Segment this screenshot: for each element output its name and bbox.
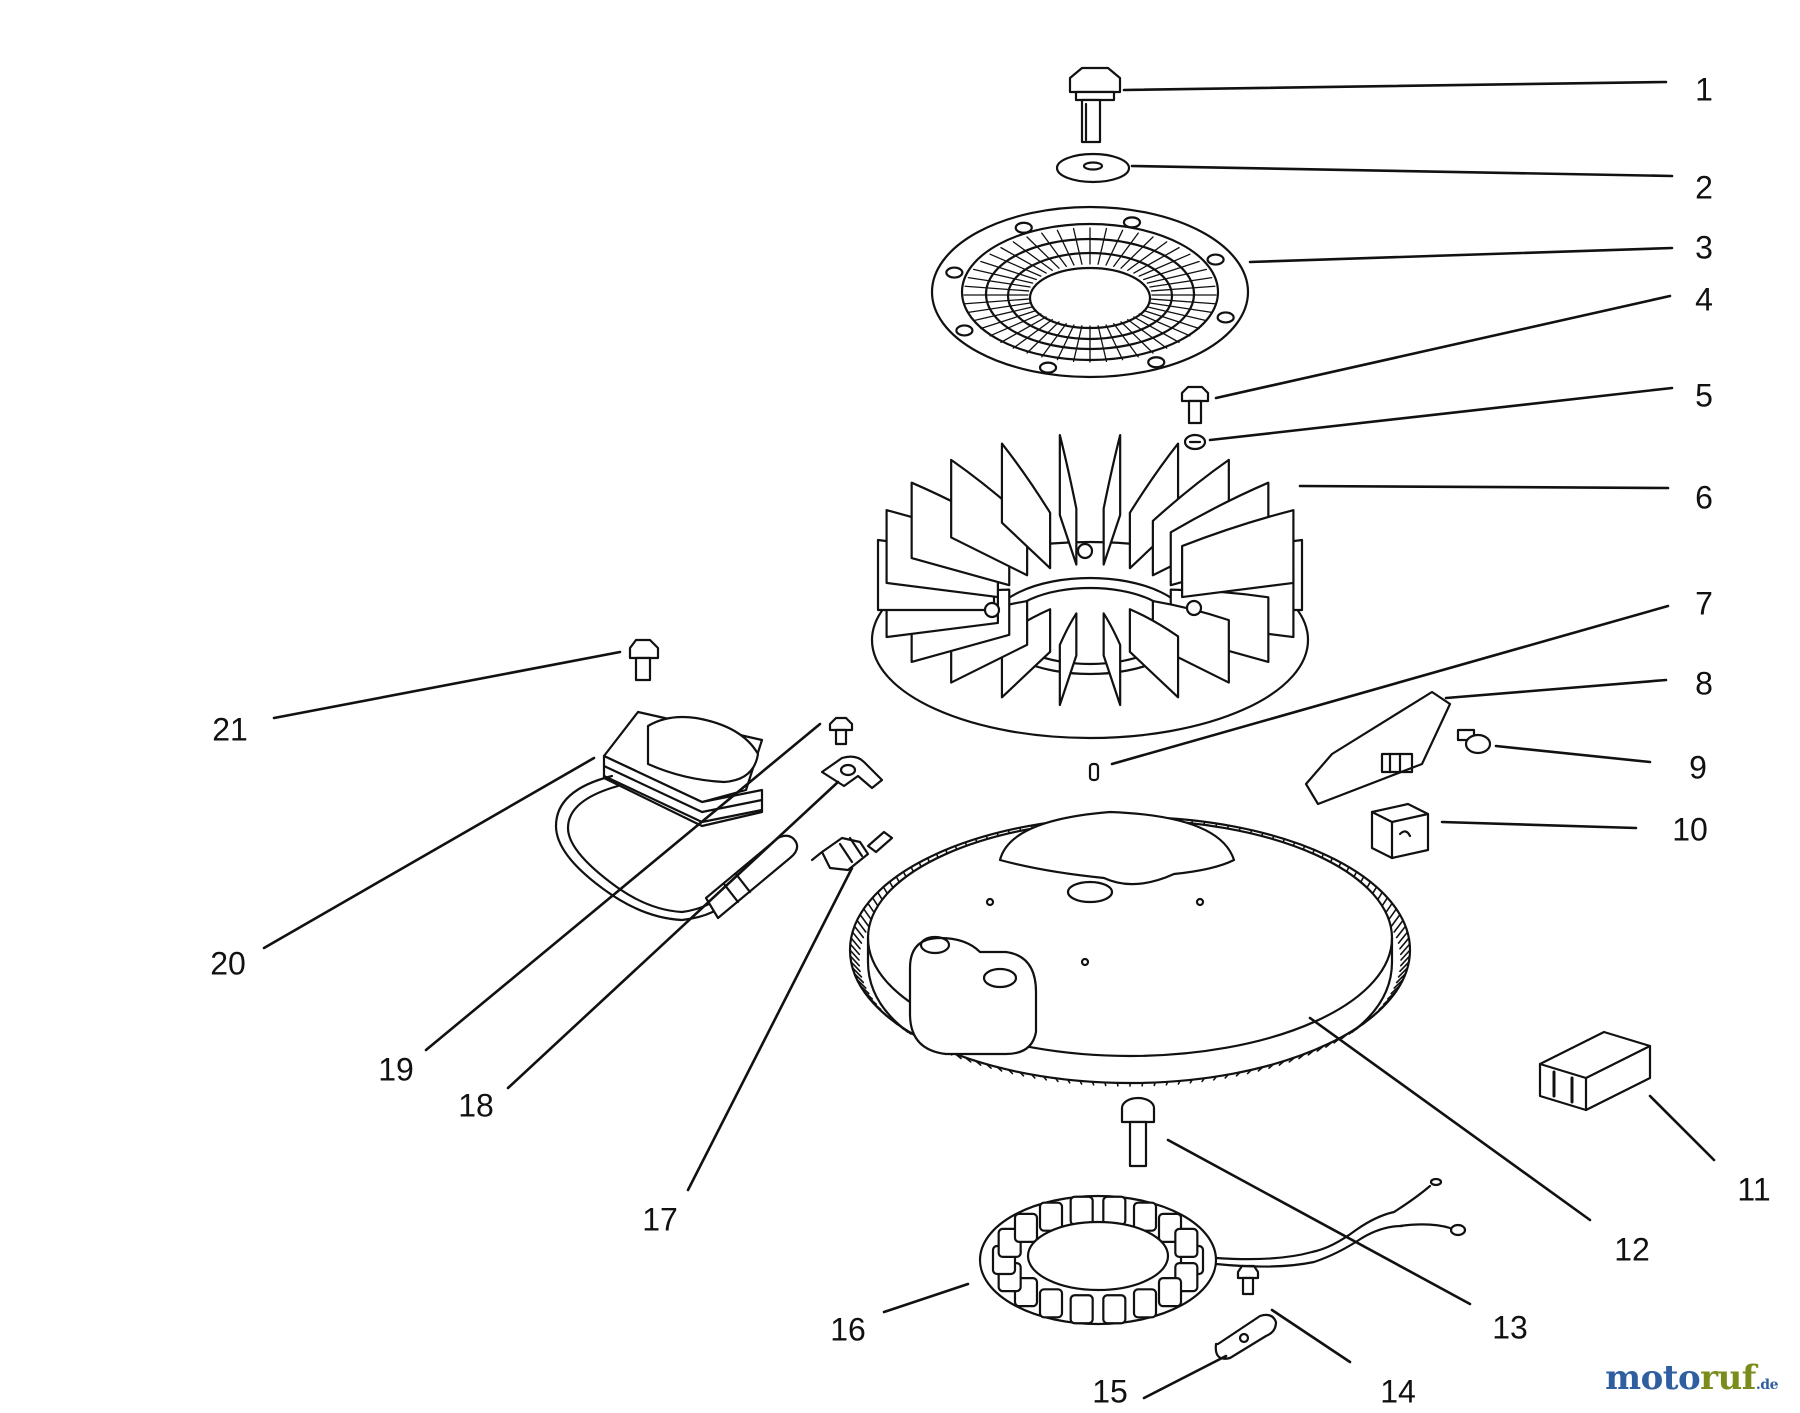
part-grommet xyxy=(1540,1032,1650,1110)
leader-line-1 xyxy=(1124,82,1666,90)
leader-line-15 xyxy=(1144,1356,1226,1398)
part-terminal xyxy=(812,832,892,870)
part-fan xyxy=(872,435,1308,738)
leader-line-4 xyxy=(1216,296,1670,398)
part-bolt xyxy=(1070,68,1120,142)
callout-number-13: 13 xyxy=(1492,1309,1528,1345)
watermark-suffix: .de xyxy=(1756,1377,1778,1393)
part-stator xyxy=(980,1179,1465,1324)
leader-line-8 xyxy=(1446,680,1666,698)
leader-line-6 xyxy=(1300,486,1668,488)
leader-line-20 xyxy=(264,758,594,948)
callout-number-12: 12 xyxy=(1614,1231,1650,1267)
part-lockwasher xyxy=(1185,435,1205,449)
leader-line-18 xyxy=(508,782,838,1088)
part-wire-clip xyxy=(822,757,882,788)
leader-line-3 xyxy=(1250,248,1672,262)
part-key xyxy=(1090,764,1098,780)
part-connector xyxy=(1372,804,1428,858)
leader-line-16 xyxy=(884,1284,968,1312)
leader-line-11 xyxy=(1650,1096,1714,1160)
callout-number-8: 8 xyxy=(1695,665,1713,701)
part-flywheel xyxy=(850,812,1410,1086)
callout-number-5: 5 xyxy=(1695,377,1713,413)
leader-line-5 xyxy=(1210,388,1672,440)
leader-line-21 xyxy=(274,652,620,718)
callout-number-10: 10 xyxy=(1672,811,1708,847)
watermark-part2: ruf xyxy=(1700,1358,1756,1398)
callout-number-4: 4 xyxy=(1695,281,1713,317)
leader-line-13 xyxy=(1168,1140,1470,1304)
callout-number-6: 6 xyxy=(1695,479,1713,515)
part-ignition-module xyxy=(556,712,797,920)
part-small-screw xyxy=(1182,387,1208,423)
callout-number-20: 20 xyxy=(210,945,246,981)
part-bolt-21 xyxy=(630,640,658,680)
callout-number-17: 17 xyxy=(642,1201,678,1237)
watermark-part1: moto xyxy=(1605,1358,1700,1398)
callout-number-1: 1 xyxy=(1695,71,1713,107)
part-stator-bolt xyxy=(1122,1098,1154,1166)
part-screw-19 xyxy=(830,718,852,744)
callout-number-3: 3 xyxy=(1695,229,1713,265)
callout-number-19: 19 xyxy=(378,1051,414,1087)
leader-line-17 xyxy=(688,868,852,1190)
callout-number-16: 16 xyxy=(830,1311,866,1347)
leader-line-2 xyxy=(1132,166,1672,176)
callout-number-18: 18 xyxy=(458,1087,494,1123)
leader-line-10 xyxy=(1442,822,1636,828)
part-screen xyxy=(932,207,1248,377)
part-rectifier xyxy=(1306,692,1450,804)
leader-line-9 xyxy=(1496,746,1650,762)
callout-number-9: 9 xyxy=(1689,749,1707,785)
part-clamp xyxy=(1216,1315,1276,1359)
callout-number-15: 15 xyxy=(1092,1373,1128,1408)
leader-line-12 xyxy=(1310,1018,1590,1220)
callout-number-21: 21 xyxy=(212,711,248,747)
callout-number-14: 14 xyxy=(1380,1373,1416,1408)
callout-number-11: 11 xyxy=(1737,1171,1770,1207)
part-screw-9 xyxy=(1458,730,1490,753)
leader-line-14 xyxy=(1272,1310,1350,1362)
part-screw-14 xyxy=(1238,1266,1258,1294)
callout-number-2: 2 xyxy=(1695,169,1713,205)
callout-number-7: 7 xyxy=(1695,585,1713,621)
watermark-logo: motoruf.de xyxy=(1605,1358,1778,1398)
part-washer xyxy=(1057,154,1129,182)
